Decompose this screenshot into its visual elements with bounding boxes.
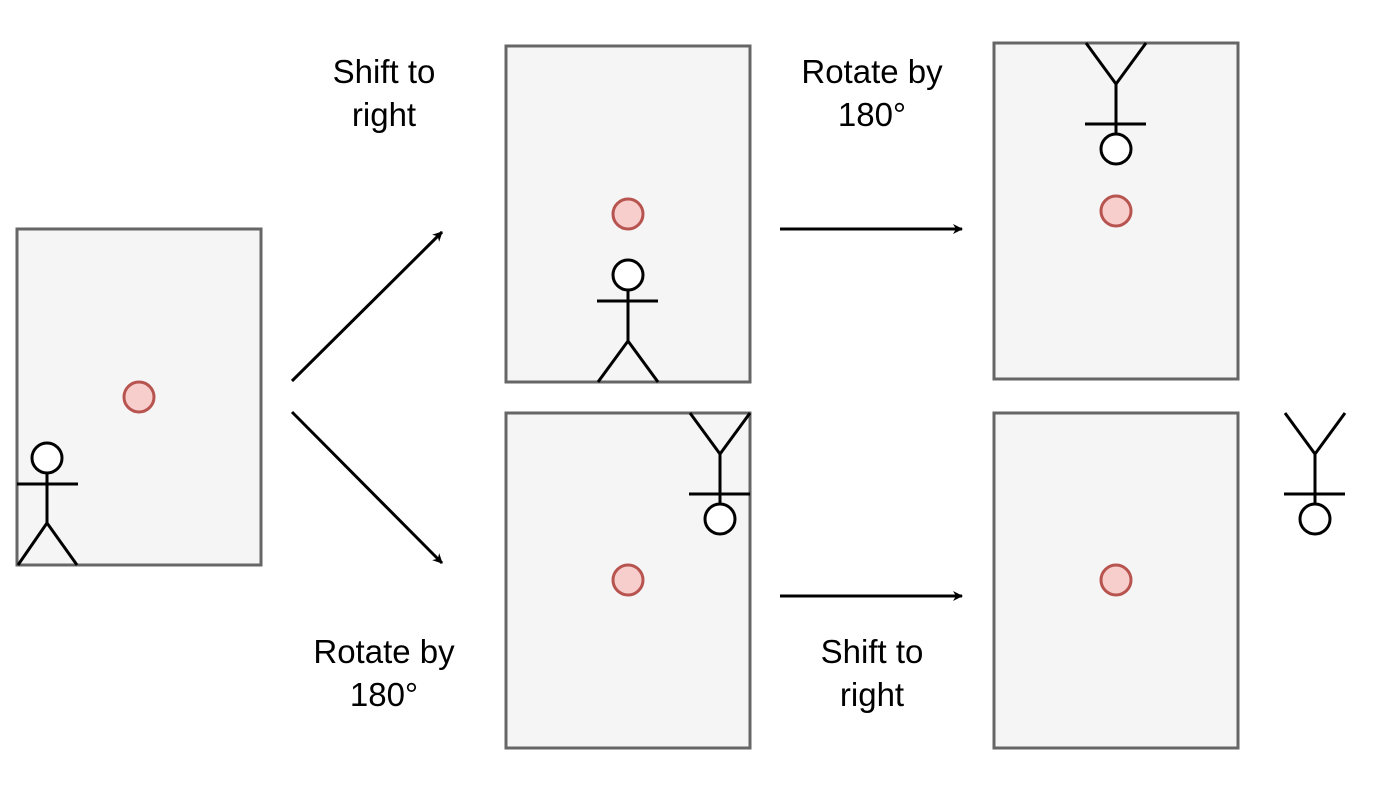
arrow-down-right — [290, 410, 444, 565]
label-shift-line2: right — [840, 676, 904, 713]
center-dot — [611, 197, 645, 231]
stick-figure-upright — [596, 258, 660, 383]
label-shift-line2: right — [352, 96, 416, 133]
shift-then-rotate-frame — [992, 41, 1240, 381]
label-shift-line1: Shift to — [821, 633, 924, 670]
stick-figure-upright — [16, 441, 79, 566]
center-dot — [611, 563, 645, 597]
shifted-frame — [504, 44, 752, 384]
arrow-up-right — [290, 230, 444, 383]
label-shift-line1: Shift to — [333, 53, 436, 90]
center-dot — [1099, 194, 1133, 228]
rotated-frame — [504, 411, 752, 750]
center-dot — [1099, 563, 1133, 597]
label-rotate-line1: Rotate by — [313, 633, 455, 670]
stick-figure-outside-frame — [1283, 412, 1347, 536]
stick-figure-inverted — [1084, 42, 1148, 166]
center-dot — [122, 380, 156, 414]
rotate-then-shift-frame — [992, 411, 1240, 750]
label-rotate-line2: 180° — [838, 96, 906, 133]
original-frame — [15, 227, 263, 567]
label-rotate-line1: Rotate by — [801, 53, 943, 90]
stick-figure-inverted — [688, 412, 752, 536]
label-rotate-line2: 180° — [350, 676, 418, 713]
